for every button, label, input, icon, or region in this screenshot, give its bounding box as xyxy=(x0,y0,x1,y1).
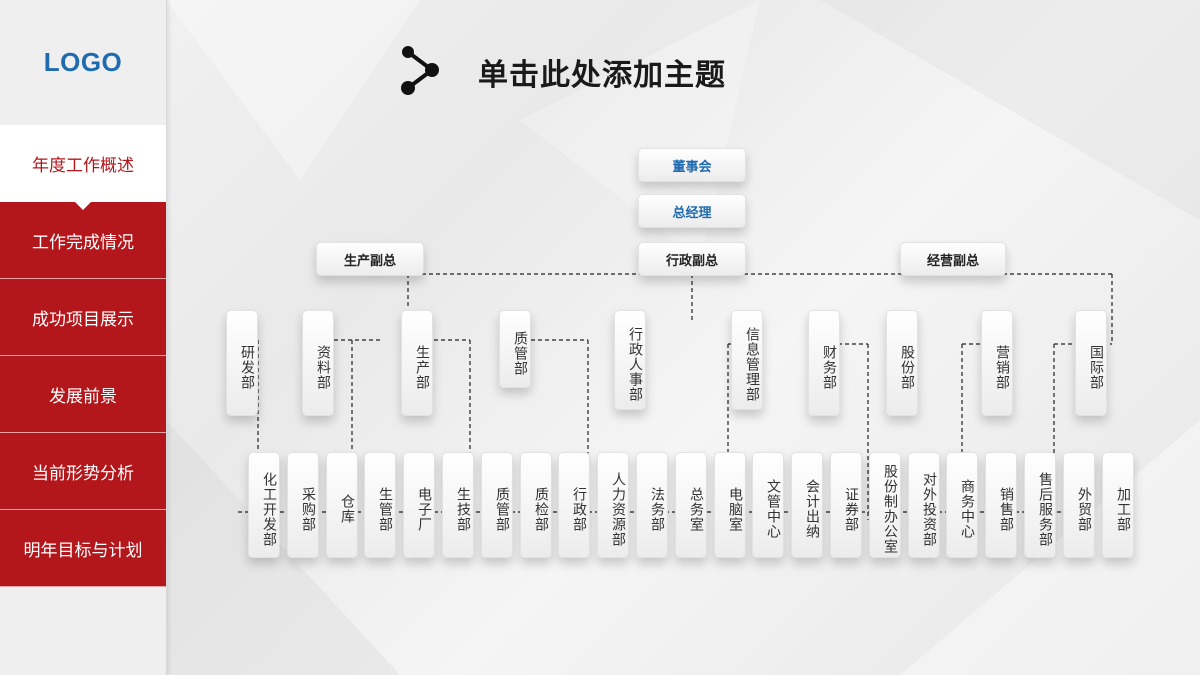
org-node-dept-2[interactable]: 生产部 xyxy=(401,310,433,416)
org-node-dept-7[interactable]: 股份部 xyxy=(886,310,918,416)
org-node-unit-0[interactable]: 化工开发部 xyxy=(248,452,280,558)
org-node-unit-9[interactable]: 人力资源部 xyxy=(597,452,629,558)
org-node-vp-0[interactable]: 生产副总 xyxy=(316,242,424,276)
nav-item-5[interactable]: 明年目标与计划 xyxy=(0,510,166,587)
org-node-dept-0[interactable]: 研发部 xyxy=(226,310,258,416)
org-node-unit-7[interactable]: 质检部 xyxy=(520,452,552,558)
org-node-dept-1[interactable]: 资料部 xyxy=(302,310,334,416)
org-node-unit-3[interactable]: 生管部 xyxy=(364,452,396,558)
org-node-unit-12[interactable]: 电脑室 xyxy=(714,452,746,558)
org-node-unit-4[interactable]: 电子厂 xyxy=(403,452,435,558)
org-node-unit-17[interactable]: 对外投资部 xyxy=(908,452,940,558)
nav-item-1[interactable]: 工作完成情况 xyxy=(0,202,166,279)
org-node-unit-22[interactable]: 加工部 xyxy=(1102,452,1134,558)
logo: LOGO xyxy=(43,47,123,77)
org-node-unit-1[interactable]: 采购部 xyxy=(287,452,319,558)
org-node-vp-1[interactable]: 行政副总 xyxy=(638,242,746,276)
org-node-gm[interactable]: 总经理 xyxy=(638,194,746,228)
org-node-unit-19[interactable]: 销售部 xyxy=(985,452,1017,558)
org-node-unit-5[interactable]: 生技部 xyxy=(442,452,474,558)
org-node-unit-18[interactable]: 商务中心 xyxy=(946,452,978,558)
org-node-vp-2[interactable]: 经营副总 xyxy=(900,242,1006,276)
org-node-unit-13[interactable]: 文管中心 xyxy=(752,452,784,558)
page-title: 单击此处添加主题 xyxy=(478,58,726,93)
org-node-unit-15[interactable]: 证券部 xyxy=(830,452,862,558)
org-node-unit-14[interactable]: 会计出纳 xyxy=(791,452,823,558)
org-node-unit-10[interactable]: 法务部 xyxy=(636,452,668,558)
org-node-dept-3[interactable]: 质管部 xyxy=(499,310,531,388)
org-node-dept-8[interactable]: 营销部 xyxy=(981,310,1013,416)
org-node-unit-8[interactable]: 行政部 xyxy=(558,452,590,558)
nav-item-0[interactable]: 年度工作概述 xyxy=(0,125,166,210)
share-icon xyxy=(401,46,439,95)
sidebar-nav: 年度工作概述工作完成情况成功项目展示发展前景当前形势分析明年目标与计划 xyxy=(0,125,166,587)
org-node-dept-4[interactable]: 行政人事部 xyxy=(614,310,646,410)
org-node-dept-9[interactable]: 国际部 xyxy=(1075,310,1107,416)
org-node-unit-2[interactable]: 仓库 xyxy=(326,452,358,558)
nav-item-3[interactable]: 发展前景 xyxy=(0,356,166,433)
org-node-unit-21[interactable]: 外贸部 xyxy=(1063,452,1095,558)
org-node-dept-6[interactable]: 财务部 xyxy=(808,310,840,416)
org-node-dept-5[interactable]: 信息管理部 xyxy=(731,310,763,410)
nav-item-4[interactable]: 当前形势分析 xyxy=(0,433,166,510)
nav-item-2[interactable]: 成功项目展示 xyxy=(0,279,166,356)
sidebar: LOGO 年度工作概述工作完成情况成功项目展示发展前景当前形势分析明年目标与计划 xyxy=(0,0,167,675)
org-node-board[interactable]: 董事会 xyxy=(638,148,746,182)
org-node-unit-11[interactable]: 总务室 xyxy=(675,452,707,558)
org-node-unit-6[interactable]: 质管部 xyxy=(481,452,513,558)
org-node-unit-20[interactable]: 售后服务部 xyxy=(1024,452,1056,558)
org-node-unit-16[interactable]: 股份制办公室 xyxy=(869,452,901,558)
